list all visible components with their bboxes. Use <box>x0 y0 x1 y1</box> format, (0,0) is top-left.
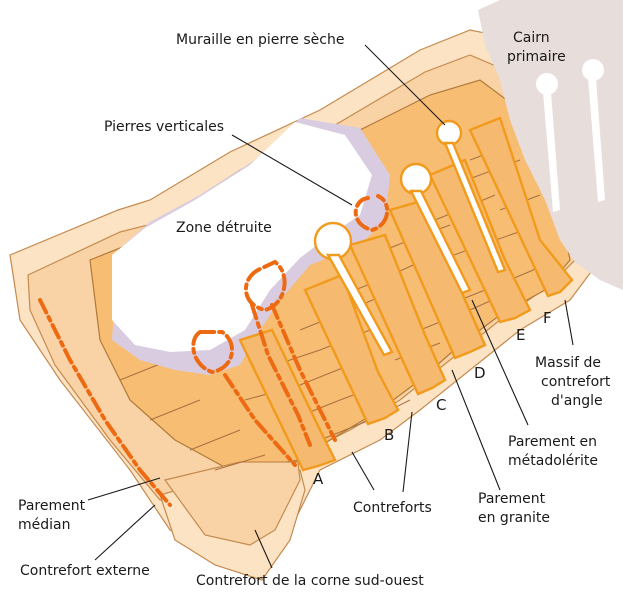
letter-d: D <box>474 364 486 382</box>
label-parement-median-line2: médian <box>18 517 70 533</box>
buttress-slats <box>238 116 574 472</box>
southwest-horn-inner-shape <box>163 461 301 546</box>
primary-cairn-slots <box>536 59 605 212</box>
label-pierres-verticales: Pierres verticales <box>104 119 224 135</box>
label-contreforts: Contreforts <box>353 500 432 516</box>
label-contrefort-externe: Contrefort externe <box>20 563 150 579</box>
label-muraille: Muraille en pierre sèche <box>176 32 344 48</box>
letter-b: B <box>384 426 394 444</box>
label-cairn-line1: Cairn <box>513 30 550 46</box>
median-facing-dashes <box>38 194 389 507</box>
label-massif-line2: contrefort <box>541 374 611 390</box>
label-parement-metadolerite-line2: métadolérite <box>508 453 598 469</box>
letter-f: F <box>543 309 552 327</box>
label-parement-granite-line2: en granite <box>478 510 550 526</box>
label-contrefort-corne: Contrefort de la corne sud-ouest <box>196 573 424 589</box>
letter-c: C <box>436 396 446 414</box>
label-cairn-line2: primaire <box>507 49 566 65</box>
wall-slots <box>313 119 507 357</box>
label-parement-median-line1: Parement <box>18 498 86 514</box>
destroyed-zone-area <box>112 122 372 352</box>
label-massif-line3: d'angle <box>551 393 603 409</box>
label-parement-metadolerite-line1: Parement en <box>508 434 597 450</box>
letter-a: A <box>313 470 324 488</box>
leader-lines <box>87 44 574 569</box>
letter-e: E <box>516 326 525 344</box>
label-massif-line1: Massif de <box>535 355 601 371</box>
label-zone-detruite: Zone détruite <box>176 220 272 236</box>
label-parement-granite-line1: Parement <box>478 491 546 507</box>
